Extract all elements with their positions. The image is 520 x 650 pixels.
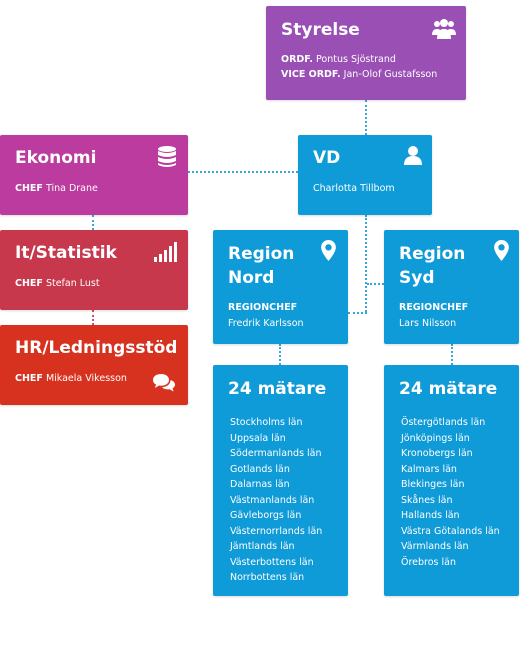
it-statistik-name: Stefan Lust xyxy=(45,278,100,289)
list-item: Västerbottens län xyxy=(230,556,314,568)
connector-nord-matare xyxy=(279,344,281,365)
list-item: Uppsala län xyxy=(230,432,286,444)
hr-name: Mikaela Vikesson xyxy=(45,373,127,384)
region-syd-box: Region Syd REGIONCHEF Lars Nilsson xyxy=(384,230,519,344)
list-item: Jönköpings län xyxy=(401,432,470,444)
list-item: Dalarnas län xyxy=(230,479,290,490)
signal-bars-icon xyxy=(154,242,177,262)
chat-bubbles-icon xyxy=(153,374,175,392)
list-item: Skånes län xyxy=(401,494,453,506)
list-item: Västmanlands län xyxy=(230,494,315,506)
database-icon xyxy=(158,146,176,167)
connector-ekonomi-it xyxy=(92,215,94,230)
region-nord-title-line2: Nord xyxy=(228,268,275,288)
ekonomi-box: Ekonomi CHEF Tina Drane xyxy=(0,135,188,215)
region-syd-title-line1: Region xyxy=(399,244,466,264)
hr-box: HR/Ledningsstöd CHEF Mikaela Vikesson xyxy=(0,325,188,405)
map-pin-icon xyxy=(321,240,336,261)
it-statistik-chef: CHEF Stefan Lust xyxy=(15,276,100,291)
styrelse-ordf: ORDF. Pontus Sjöstrand xyxy=(281,52,396,67)
connector-syd-matare xyxy=(451,344,453,365)
list-item: Norrbottens län xyxy=(230,572,305,583)
vd-title: VD xyxy=(313,148,341,168)
list-item: Västra Götalands län xyxy=(401,525,500,537)
vice-ordf-label: VICE ORDF. xyxy=(281,69,341,80)
syd-matare-list: Östergötlands län Jönköpings län Kronobe… xyxy=(401,415,500,570)
users-icon xyxy=(432,19,456,39)
it-statistik-title: It/Statistik xyxy=(15,243,117,263)
region-nord-box: Region Nord REGIONCHEF Fredrik Karlsson xyxy=(213,230,348,344)
region-syd-name: Lars Nilsson xyxy=(399,318,457,329)
styrelse-box: Styrelse ORDF. Pontus Sjöstrand VICE ORD… xyxy=(266,6,466,100)
nord-matare-title: 24 mätare xyxy=(228,379,327,399)
region-nord-title-line1: Region xyxy=(228,244,295,264)
ekonomi-name: Tina Drane xyxy=(45,183,98,194)
ordf-label: ORDF. xyxy=(281,54,313,65)
user-icon xyxy=(404,146,422,165)
list-item: Kronobergs län xyxy=(401,448,473,459)
styrelse-title: Styrelse xyxy=(281,20,360,40)
connector-ekonomi-vd xyxy=(188,171,298,173)
list-item: Hallands län xyxy=(401,510,460,521)
hr-chef: CHEF Mikaela Vikesson xyxy=(15,371,127,386)
vice-ordf-name: Jan-Olof Gustafsson xyxy=(343,69,438,80)
ekonomi-role: CHEF xyxy=(15,183,43,194)
map-pin-icon xyxy=(494,240,509,261)
list-item: Örebros län xyxy=(401,556,457,568)
syd-matare-title: 24 mätare xyxy=(399,379,498,399)
region-syd-role: REGIONCHEF xyxy=(399,302,469,313)
list-item: Kalmars län xyxy=(401,463,457,475)
region-nord-role: REGIONCHEF xyxy=(228,302,298,313)
list-item: Gotlands län xyxy=(230,463,290,475)
list-item: Gävleborgs län xyxy=(230,510,302,521)
list-item: Södermanlands län xyxy=(230,448,322,459)
it-statistik-role: CHEF xyxy=(15,278,43,289)
ekonomi-chef: CHEF Tina Drane xyxy=(15,181,98,196)
connector-to-nord xyxy=(348,312,367,314)
vd-name: Charlotta Tillbom xyxy=(313,183,395,194)
list-item: Östergötlands län xyxy=(401,417,486,428)
region-syd-title-line2: Syd xyxy=(399,268,435,288)
list-item: Blekinges län xyxy=(401,479,465,490)
hr-title: HR/Ledningsstöd xyxy=(15,338,178,358)
syd-matare-box: 24 mätare Östergötlands län Jönköpings l… xyxy=(384,365,519,596)
hr-role: CHEF xyxy=(15,373,43,384)
nord-matare-box: 24 mätare Stockholms län Uppsala län Söd… xyxy=(213,365,348,596)
list-item: Västernorrlands län xyxy=(230,525,323,537)
region-nord-name: Fredrik Karlsson xyxy=(228,318,304,329)
list-item: Jämtlands län xyxy=(230,541,295,552)
connector-to-syd xyxy=(367,283,384,285)
connector-vd-regions xyxy=(365,215,367,312)
list-item: Stockholms län xyxy=(230,417,303,428)
vd-box: VD Charlotta Tillbom xyxy=(298,135,432,215)
connector-styrelse-vd xyxy=(365,100,367,135)
connector-it-hr xyxy=(92,310,94,325)
ekonomi-title: Ekonomi xyxy=(15,148,97,168)
list-item: Värmlands län xyxy=(401,541,469,552)
styrelse-vice-ordf: VICE ORDF. Jan-Olof Gustafsson xyxy=(281,67,437,82)
it-statistik-box: It/Statistik CHEF Stefan Lust xyxy=(0,230,188,310)
nord-matare-list: Stockholms län Uppsala län Södermanlands… xyxy=(230,415,322,586)
ordf-name: Pontus Sjöstrand xyxy=(316,54,396,65)
